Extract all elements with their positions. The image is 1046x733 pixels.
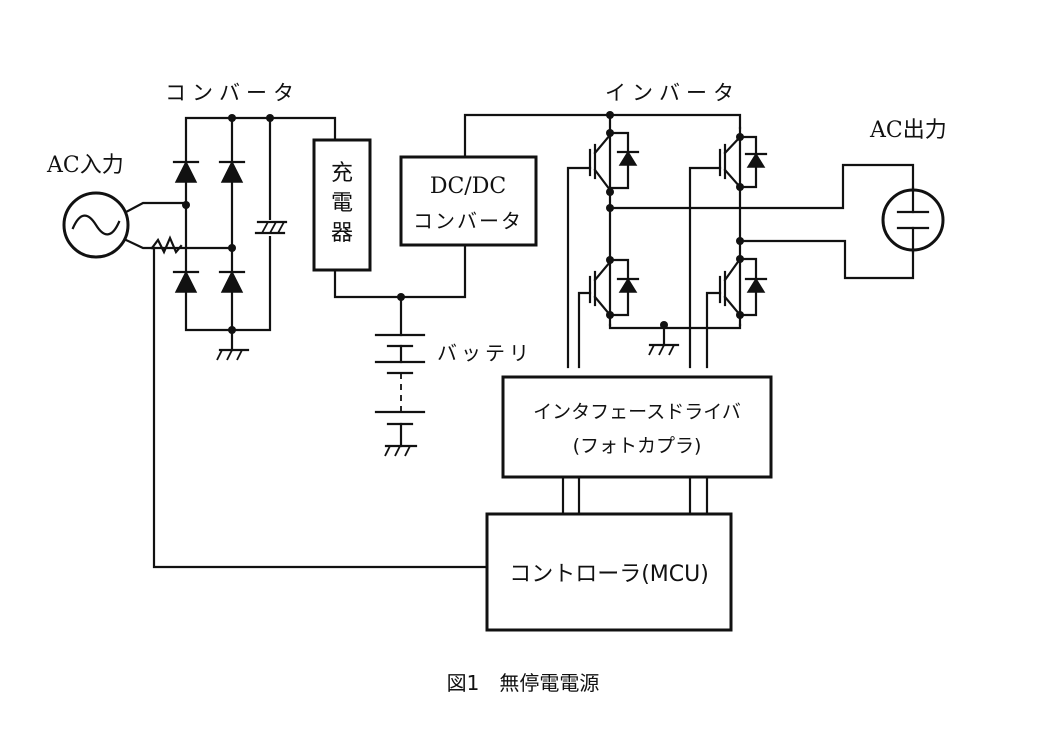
igbt-q3 <box>688 135 768 369</box>
dcdc-label-2: コンバータ <box>413 209 523 233</box>
figure-caption: 図1 無停電電源 <box>447 671 600 695</box>
ground-icon <box>216 328 250 361</box>
smoothing-capacitor <box>254 220 288 236</box>
igbt-full-bridge-inverter <box>566 111 768 369</box>
ac-input-label: AC入力 <box>46 153 124 178</box>
controller-label: コントローラ(MCU) <box>509 562 709 587</box>
dcdc-converter-block <box>399 155 538 247</box>
sine-wave-icon <box>71 214 121 236</box>
charger-label-1: 充 <box>331 161 353 186</box>
inverter-label: インバータ <box>605 81 740 105</box>
controller-block <box>485 512 733 632</box>
battery-label: バッテリ <box>437 341 533 365</box>
ac-source <box>62 191 130 259</box>
interface-label-1: インタフェースドライバ <box>533 401 741 423</box>
igbt-q2 <box>577 258 640 369</box>
diode-bridge-rectifier <box>172 114 274 334</box>
ac-load <box>881 186 945 254</box>
charger-block <box>312 138 372 272</box>
battery <box>374 295 426 457</box>
igbt-q4 <box>705 257 768 369</box>
charger-label-3: 器 <box>331 221 353 246</box>
interface-label-2: (フォトカプラ) <box>573 435 702 457</box>
dcdc-label-1: DC/DC <box>430 174 506 199</box>
current-sense-resistor <box>150 235 183 255</box>
converter-label: コンバータ <box>165 81 300 105</box>
igbt-q1 <box>566 131 640 369</box>
sense-wire <box>152 246 489 569</box>
interface-driver-block <box>501 375 773 479</box>
ac-output-label: AC出力 <box>869 118 947 143</box>
charger-label-2: 電 <box>331 191 353 216</box>
